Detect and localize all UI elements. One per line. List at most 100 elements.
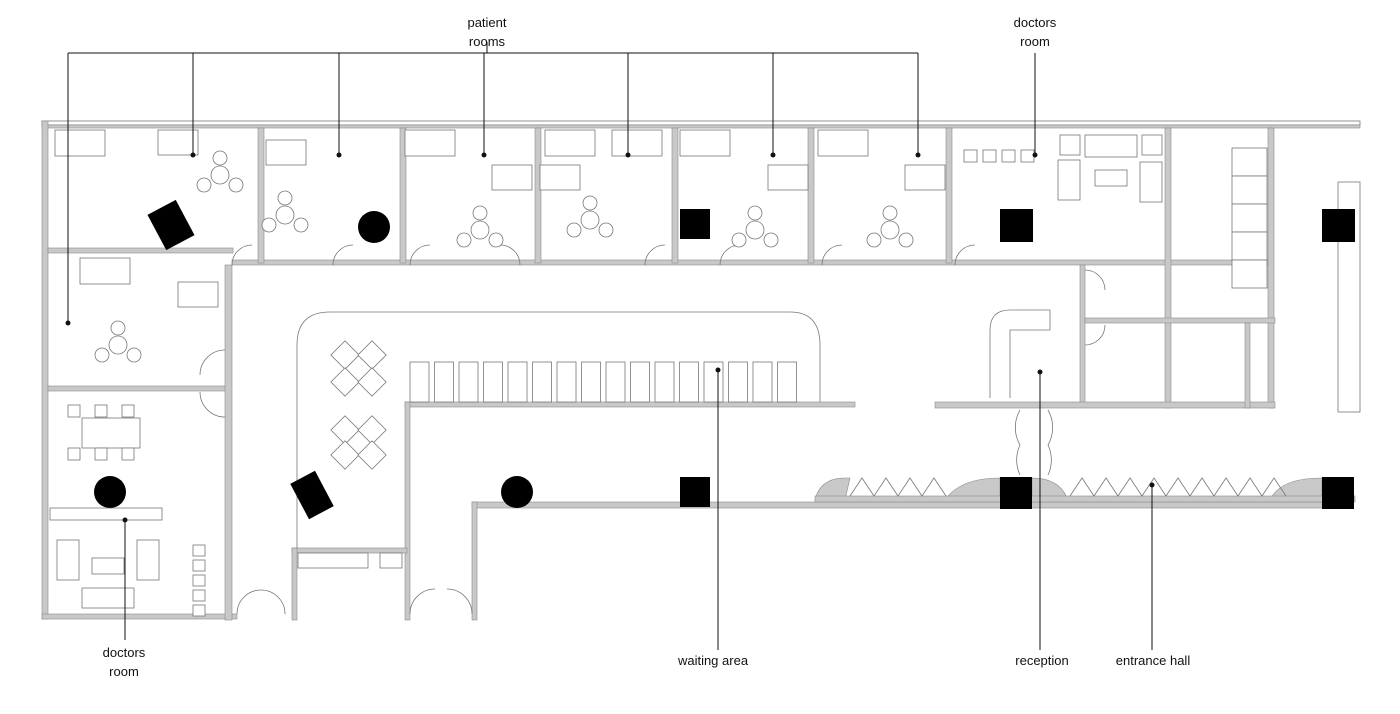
round-table [210, 165, 230, 185]
waiting-seat [458, 361, 479, 403]
column [358, 211, 390, 243]
waiting-seat [556, 361, 577, 403]
chair [277, 190, 293, 206]
chair [192, 544, 206, 557]
desk [491, 164, 533, 191]
lounge-chair [330, 367, 360, 397]
column [1000, 477, 1032, 509]
column [290, 470, 334, 520]
shelf [1231, 203, 1268, 233]
chair [1001, 149, 1016, 163]
column [1322, 209, 1355, 242]
waiting-seat [703, 361, 724, 403]
bed [79, 257, 131, 285]
chair [192, 559, 206, 572]
chair [472, 205, 488, 221]
waiting-seat [654, 361, 675, 403]
lounge-chair [357, 367, 387, 397]
chair [763, 232, 779, 248]
label-patient-rooms: patient rooms [467, 13, 506, 51]
chair [963, 149, 978, 163]
bed [817, 129, 869, 157]
round-table [470, 220, 490, 240]
coffee-table [91, 557, 125, 575]
chair [67, 447, 81, 461]
sofa [136, 539, 160, 581]
column [680, 209, 710, 239]
waiting-seat [630, 361, 650, 403]
column [94, 476, 126, 508]
round-table [108, 335, 128, 355]
chair [866, 232, 882, 248]
label-line: patient [467, 15, 507, 30]
chair [261, 217, 277, 233]
label-line: doctors [102, 645, 146, 660]
round-table [275, 205, 295, 225]
column [1322, 477, 1354, 509]
counter [379, 552, 403, 569]
reception-desk [989, 309, 1051, 398]
desk [767, 164, 809, 191]
chair [731, 232, 747, 248]
sofa [81, 587, 135, 609]
chair [228, 177, 244, 193]
sofa [1084, 134, 1138, 158]
label-waiting-area: waiting area [677, 653, 749, 668]
label-doctors-room-bottom: doctors room [103, 643, 146, 681]
chair [598, 222, 614, 238]
shelf [1231, 259, 1268, 289]
lounge-chair [357, 440, 387, 470]
waiting-seat [605, 361, 626, 403]
round-table [880, 220, 900, 240]
desk [904, 164, 946, 191]
column [680, 477, 710, 507]
waiting-seat [507, 361, 528, 403]
column [501, 476, 533, 508]
waiting-seat [532, 361, 552, 403]
facade-walls [41, 120, 1361, 621]
chair [293, 217, 309, 233]
desk [49, 507, 163, 521]
lounge-chair [330, 415, 360, 445]
counter [297, 552, 369, 569]
chair [456, 232, 472, 248]
chair [882, 205, 898, 221]
sofa [56, 539, 80, 581]
waiting-seat [581, 361, 601, 403]
lounge-chair [357, 340, 387, 370]
label-reception: reception [1015, 653, 1069, 668]
label-line: room [1020, 34, 1050, 49]
chair [94, 404, 108, 418]
column [1000, 209, 1033, 242]
lounge-chair [330, 340, 360, 370]
chair [67, 404, 81, 418]
bed [679, 129, 731, 157]
waiting-seat [777, 361, 797, 403]
chair [582, 195, 598, 211]
lounge-chair [357, 415, 387, 445]
chair [898, 232, 914, 248]
chair [192, 604, 206, 617]
bed [404, 129, 456, 157]
waiting-seat [434, 361, 454, 403]
desk [539, 164, 581, 191]
glazing [849, 477, 1287, 497]
chair [110, 320, 126, 336]
armchair [1059, 134, 1081, 156]
chair [94, 347, 110, 363]
chair [1020, 149, 1035, 163]
chair [212, 150, 228, 166]
sofa [1057, 159, 1081, 201]
chair [196, 177, 212, 193]
chair [982, 149, 997, 163]
chair [747, 205, 763, 221]
waiting-seat [728, 361, 748, 403]
leader-dots [65, 152, 1155, 523]
sofa [1139, 161, 1163, 203]
waiting-seat [483, 361, 503, 403]
chair [126, 347, 142, 363]
structural-columns [94, 199, 1355, 520]
leader-lines [67, 42, 1153, 650]
chair [488, 232, 504, 248]
shelf [1231, 231, 1268, 261]
